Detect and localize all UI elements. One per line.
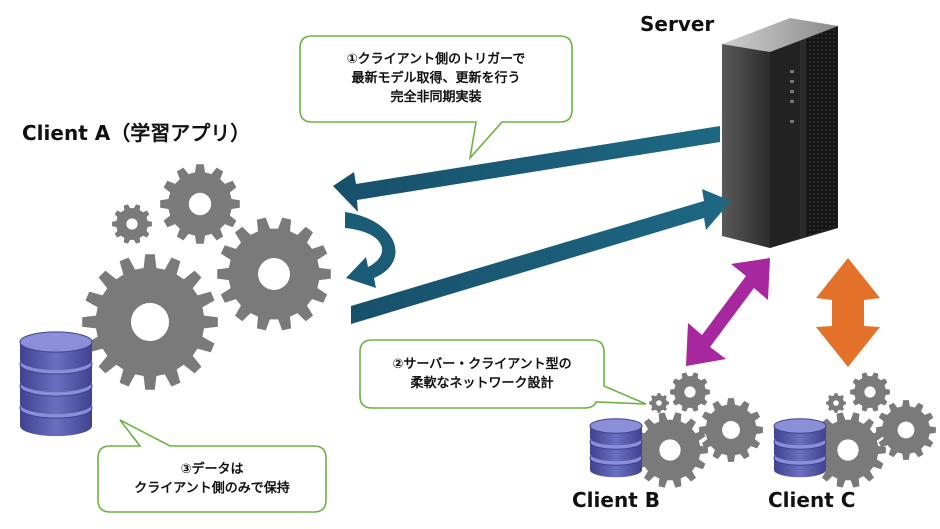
callout-sync-line-1: ①クライアント側のトリガーで bbox=[346, 52, 526, 67]
client-b-server-double-arrow bbox=[686, 258, 770, 366]
gear-icon bbox=[670, 372, 710, 412]
callout-sync-box bbox=[299, 35, 573, 161]
gear-icon bbox=[876, 400, 936, 460]
gear-icon bbox=[649, 393, 669, 413]
callout-architecture-box bbox=[359, 339, 647, 409]
database-icon bbox=[773, 418, 827, 478]
gear-icon bbox=[699, 398, 763, 462]
server-to-client-a-arrow bbox=[333, 126, 720, 212]
callout-data-text: ③データは クライアント側のみで保持 bbox=[98, 460, 326, 498]
callout-data-line-2: クライアント側のみで保持 bbox=[134, 481, 290, 496]
callout-architecture-line-1: ②サーバー・クライアント型の bbox=[392, 357, 572, 372]
callout-sync-line-3: 完全非同期実装 bbox=[390, 90, 482, 105]
gear-icon bbox=[112, 204, 152, 244]
curved-arrow-icon bbox=[345, 212, 396, 288]
gear-icon bbox=[632, 412, 708, 488]
database-icon bbox=[19, 331, 93, 437]
callout-architecture-text: ②サーバー・クライアント型の 柔軟なネットワーク設計 bbox=[360, 355, 604, 393]
client-c-server-double-arrow bbox=[816, 258, 880, 367]
client-a-to-server-arrow bbox=[351, 189, 731, 324]
client-a-label: Client A（学習アプリ） bbox=[22, 121, 251, 145]
callout-data-line-1: ③データは bbox=[180, 462, 244, 477]
client-c-label: Client C bbox=[768, 488, 856, 512]
callout-sync-line-2: 最新モデル取得、更新を行う bbox=[351, 71, 521, 86]
gear-icon bbox=[850, 372, 890, 412]
client-b-label: Client B bbox=[572, 488, 660, 512]
callout-architecture-line-2: 柔軟なネットワーク設計 bbox=[410, 376, 554, 391]
server-icon bbox=[722, 18, 838, 248]
gear-icon bbox=[810, 412, 886, 488]
gear-icon bbox=[217, 217, 331, 331]
callout-sync-text: ①クライアント側のトリガーで 最新モデル取得、更新を行う 完全非同期実装 bbox=[300, 50, 572, 107]
database-icon bbox=[589, 418, 643, 478]
gear-icon bbox=[160, 164, 240, 244]
gear-icon bbox=[826, 393, 846, 413]
callout-data-box bbox=[97, 419, 327, 513]
gear-icon bbox=[82, 254, 218, 390]
server-label: Server bbox=[640, 12, 715, 36]
